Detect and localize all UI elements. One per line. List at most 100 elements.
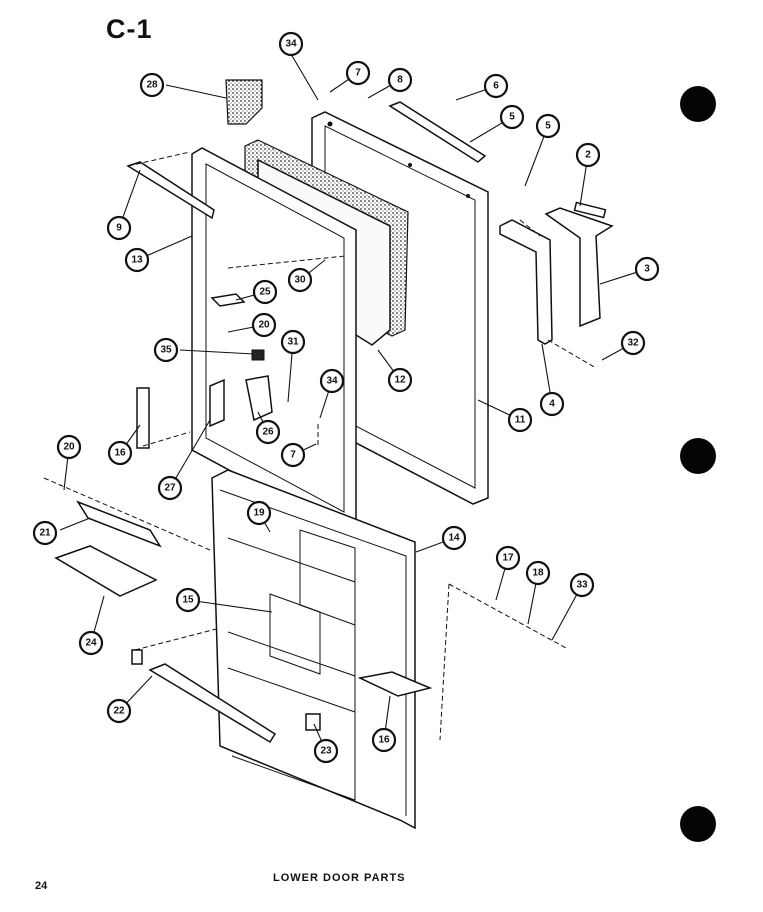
part-inner-door-liner xyxy=(211,469,416,830)
callout-6: 6 xyxy=(483,73,509,99)
callout-34a: 34 xyxy=(278,31,304,57)
part-dispenser-tray xyxy=(357,671,433,697)
part-small-clip xyxy=(210,293,246,307)
callout-18: 18 xyxy=(525,560,551,586)
callout-5: 5 xyxy=(499,104,525,130)
callout-7b: 7 xyxy=(280,442,306,468)
callout-21: 21 xyxy=(32,520,58,546)
figure-caption: LOWER DOOR PARTS xyxy=(273,872,406,884)
svg-text:15: 15 xyxy=(182,595,194,606)
callout-16b: 16 xyxy=(371,727,397,753)
svg-text:25: 25 xyxy=(259,287,271,298)
svg-text:34: 34 xyxy=(285,39,297,50)
svg-text:7: 7 xyxy=(290,450,296,461)
callout-7a: 7 xyxy=(345,60,371,86)
part-switch-block xyxy=(209,378,225,428)
svg-text:16: 16 xyxy=(114,448,126,459)
callout-15: 15 xyxy=(175,587,201,613)
callout-28: 28 xyxy=(139,72,165,98)
callout-14: 14 xyxy=(441,525,467,551)
svg-text:18: 18 xyxy=(532,568,544,579)
guide-line xyxy=(227,255,346,269)
guide-line xyxy=(43,477,211,551)
part-label-plate xyxy=(269,593,321,675)
callout-8: 8 xyxy=(387,67,413,93)
callout-31: 31 xyxy=(280,329,306,355)
guide-line xyxy=(127,151,191,167)
svg-text:13: 13 xyxy=(131,255,143,266)
callout-25: 25 xyxy=(252,279,278,305)
svg-text:27: 27 xyxy=(164,483,176,494)
svg-text:22: 22 xyxy=(113,706,125,717)
svg-text:21: 21 xyxy=(39,528,51,539)
callout-23: 23 xyxy=(313,738,339,764)
part-top-trim-strip xyxy=(126,161,215,220)
callout-17: 17 xyxy=(495,545,521,571)
callout-32: 32 xyxy=(620,330,646,356)
callout-20b: 20 xyxy=(56,434,82,460)
svg-text:35: 35 xyxy=(160,345,172,356)
binder-hole-top xyxy=(680,86,716,122)
guide-line xyxy=(142,431,191,447)
part-thin-rail xyxy=(76,500,162,548)
svg-text:2: 2 xyxy=(585,150,591,161)
svg-text:5: 5 xyxy=(509,112,515,123)
svg-text:28: 28 xyxy=(146,80,158,91)
callout-26: 26 xyxy=(255,419,281,445)
svg-text:26: 26 xyxy=(262,427,274,438)
guide-line xyxy=(547,339,597,369)
part-bottom-latch xyxy=(305,713,321,731)
svg-text:8: 8 xyxy=(397,75,403,86)
svg-text:16: 16 xyxy=(378,735,390,746)
part-handle-assembly xyxy=(499,201,614,345)
part-top-bracket xyxy=(225,79,263,125)
callout-4: 4 xyxy=(539,391,565,417)
part-hinge-bracket xyxy=(245,375,273,422)
guide-line xyxy=(448,583,567,649)
svg-text:6: 6 xyxy=(493,81,499,92)
callout-3: 3 xyxy=(634,256,660,282)
part-egg-shelf xyxy=(54,545,158,597)
callout-9: 9 xyxy=(106,215,132,241)
svg-text:30: 30 xyxy=(294,275,306,286)
callout-11: 11 xyxy=(507,407,533,433)
svg-text:3: 3 xyxy=(644,264,650,275)
callout-16a: 16 xyxy=(107,440,133,466)
svg-text:11: 11 xyxy=(515,415,526,426)
svg-text:12: 12 xyxy=(394,375,406,386)
page-number: 24 xyxy=(35,880,48,892)
callout-35: 35 xyxy=(153,337,179,363)
part-lower-trim-bar xyxy=(148,663,277,744)
callout-20a: 20 xyxy=(251,312,277,338)
callout-13: 13 xyxy=(124,247,150,273)
guide-line xyxy=(439,583,450,741)
part-end-cap xyxy=(131,649,143,665)
svg-text:33: 33 xyxy=(576,580,588,591)
svg-text:34: 34 xyxy=(326,376,338,387)
callout-24: 24 xyxy=(78,630,104,656)
guide-line xyxy=(134,627,221,651)
svg-text:5: 5 xyxy=(545,121,551,132)
binder-hole-bottom xyxy=(680,806,716,842)
svg-text:17: 17 xyxy=(502,553,514,564)
part-knob xyxy=(251,349,265,361)
callout-33: 33 xyxy=(569,572,595,598)
callout-27: 27 xyxy=(157,475,183,501)
svg-text:7: 7 xyxy=(355,68,361,79)
part-top-cap-strip xyxy=(388,101,487,163)
callout-22: 22 xyxy=(106,698,132,724)
guide-line xyxy=(519,219,541,237)
svg-text:32: 32 xyxy=(627,338,639,349)
section-title: C-1 xyxy=(106,14,153,44)
svg-text:23: 23 xyxy=(320,746,332,757)
svg-text:31: 31 xyxy=(287,337,299,348)
part-side-strip xyxy=(136,387,150,449)
svg-text:24: 24 xyxy=(85,638,97,649)
callout-34b: 34 xyxy=(319,368,345,394)
svg-text:20: 20 xyxy=(63,442,75,453)
svg-text:20: 20 xyxy=(258,320,270,331)
callout-1: 5 xyxy=(535,113,561,139)
svg-text:14: 14 xyxy=(448,533,460,544)
